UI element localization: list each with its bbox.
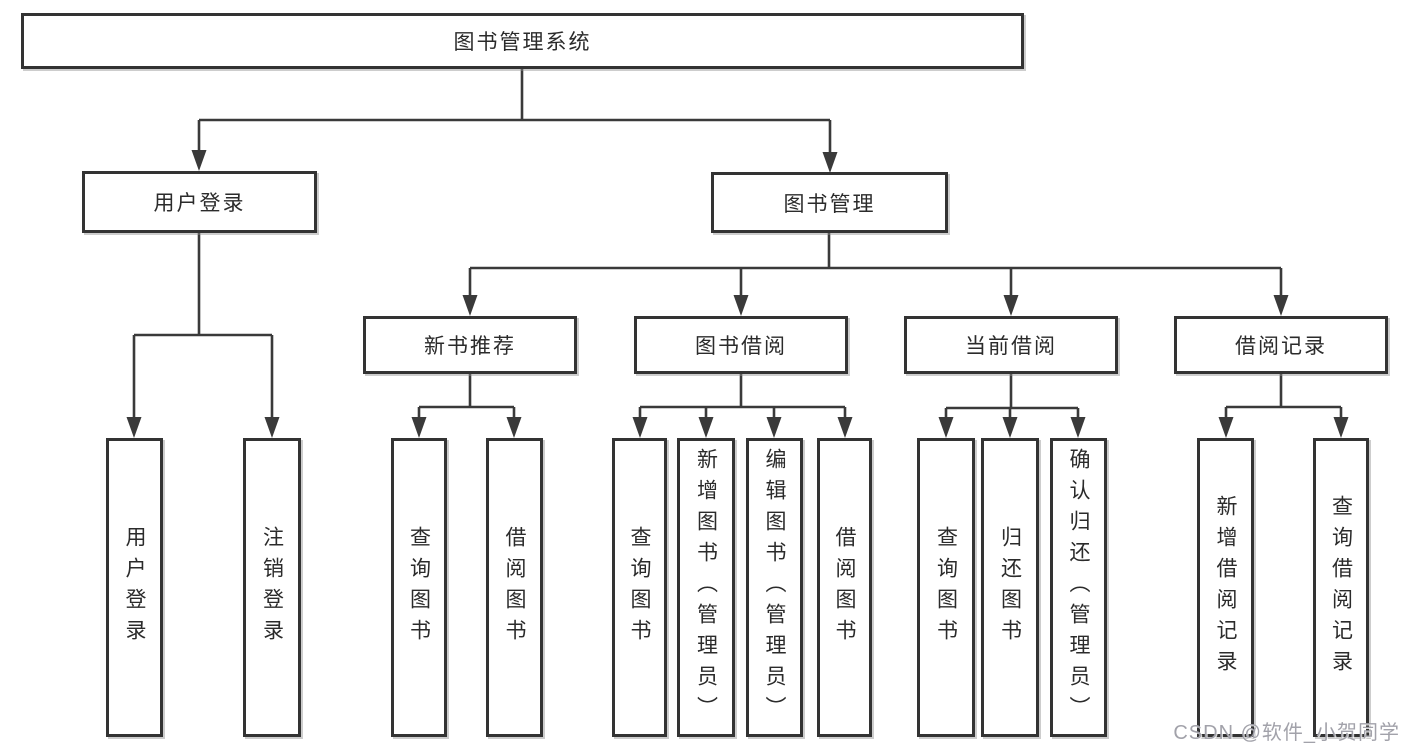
leaf-query-books-recommend: 查询图书 [391, 438, 447, 737]
leaf-user-login: 用户登录 [106, 438, 163, 737]
node-book-mgmt: 图书管理 [711, 172, 948, 233]
node-user-login: 用户登录 [82, 171, 317, 233]
node-book-borrow: 图书借阅 [634, 316, 848, 374]
leaf-logout: 注销登录 [243, 438, 301, 737]
connectors-current-borrow [938, 374, 1086, 438]
connectors-borrow-records [1218, 374, 1349, 438]
leaf-query-books-current: 查询图书 [917, 438, 975, 737]
node-current-borrow: 当前借阅 [904, 316, 1118, 374]
leaf-return-books: 归还图书 [981, 438, 1039, 737]
connectors-book-mgmt [462, 233, 1289, 316]
leaf-edit-books-admin: 编辑图书（管理员） [746, 438, 803, 737]
node-new-book-recommend: 新书推荐 [363, 316, 577, 374]
leaf-add-borrow-record: 新增借阅记录 [1197, 438, 1254, 737]
leaf-borrow-books-recommend: 借阅图书 [486, 438, 543, 737]
leaf-confirm-return-admin: 确认归还（管理员） [1050, 438, 1107, 737]
connectors-user-login [126, 233, 280, 438]
leaf-add-books-admin: 新增图书（管理员） [677, 438, 735, 737]
connectors-book-borrow [632, 374, 853, 438]
connectors-new-book-recommend [411, 374, 522, 438]
csdn-watermark: CSDN @软件_小贺同学 [1173, 722, 1400, 744]
node-root-system: 图书管理系统 [21, 13, 1024, 69]
node-borrow-records: 借阅记录 [1174, 316, 1388, 374]
leaf-query-books-borrow: 查询图书 [612, 438, 667, 737]
connectors-root-to-level2 [191, 69, 838, 173]
leaf-borrow-books: 借阅图书 [817, 438, 872, 737]
leaf-query-borrow-record: 查询借阅记录 [1313, 438, 1369, 737]
